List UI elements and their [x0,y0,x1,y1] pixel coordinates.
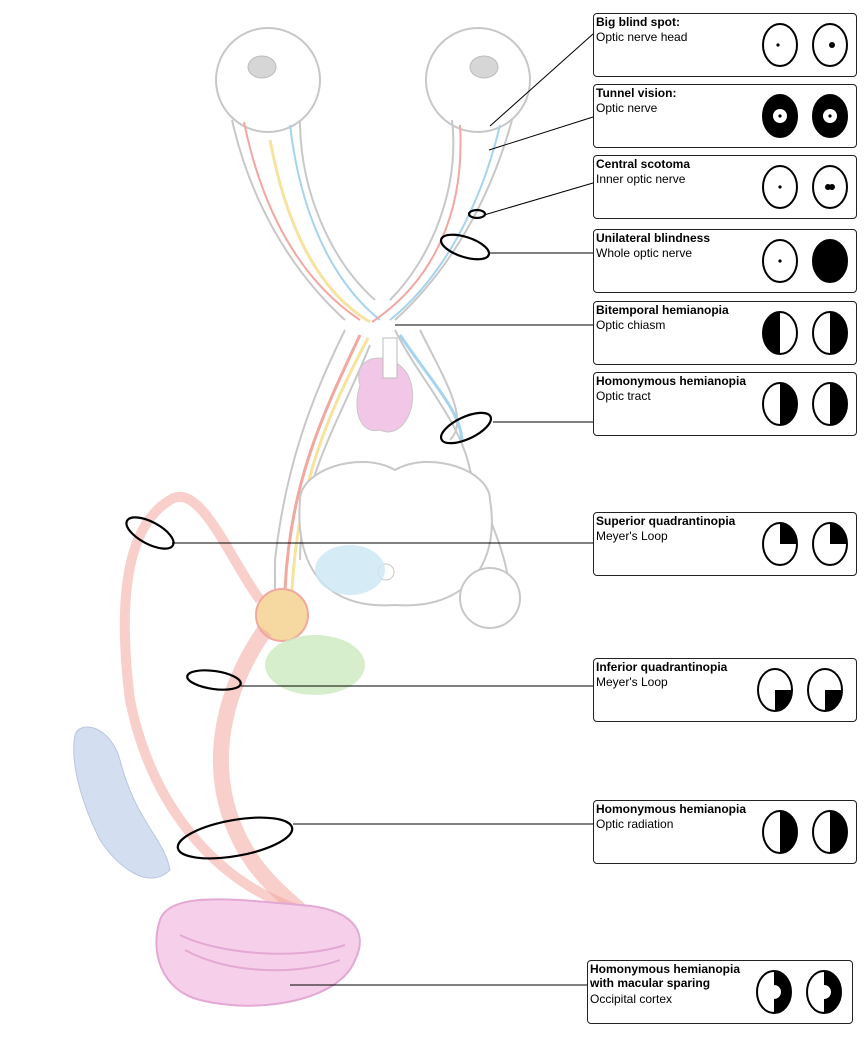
deficit-site: Optic radiation [596,817,674,831]
deficit-card-blind-spot: Big blind spot: Optic nerve head [593,13,857,77]
left-optic-nerve [231,119,376,321]
deficit-title: Central scotoma [596,157,691,171]
deficit-card-superior-quadrantinopia: Superior quadrantinopia Meyer's Loop [593,512,857,576]
lateral-geniculate-nucleus [255,588,309,642]
visual-field-diagram [762,239,848,283]
deficit-title: Tunnel vision: [596,86,677,100]
deficit-site: Optic nerve head [596,30,688,44]
deficit-card-macular-sparing: Homonymous hemianopia with macular spari… [587,960,853,1024]
deficit-site: Optic chiasm [596,318,666,332]
deficit-card-homonymous-hemianopia-tract: Homonymous hemianopia Optic tract [593,372,857,436]
optic-radiation [213,625,311,921]
deficit-title: Inferior quadrantinopia [596,660,728,674]
deficit-title: Big blind spot: [596,15,680,29]
deficit-card-central-scotoma: Central scotoma Inner optic nerve [593,155,857,219]
deficit-site: Occipital cortex [590,992,673,1006]
deficit-site: Whole optic nerve [596,246,693,260]
lateral-ventricle [73,726,171,879]
deficit-card-bitemporal-hemianopia: Bitemporal hemianopia Optic chiasm [593,301,857,365]
deficit-title: Homonymous hemianopia [596,374,747,388]
right-eyeball [425,27,531,133]
deficit-site: Meyer's Loop [596,675,668,689]
deficit-card-tunnel-vision: Tunnel vision: Optic nerve [593,84,857,148]
deficit-card-homonymous-hemianopia-radiation: Homonymous hemianopia Optic radiation [593,800,857,864]
pituitary [356,357,414,433]
visual-field-diagram [762,94,848,138]
deficit-card-inferior-quadrantinopia: Inferior quadrantinopia Meyer's Loop [593,658,857,722]
visual-field-diagram [762,810,848,854]
meyers-loop [119,492,302,915]
left-eyeball [215,27,321,133]
deficit-title: Unilateral blindness [596,231,711,245]
deficit-site: Inner optic nerve [596,172,686,186]
visual-field-diagram [762,382,848,426]
lesion-markers [125,33,594,986]
deficit-title: Homonymous hemianopia with macular spari… [590,962,741,990]
deficit-title: Homonymous hemianopia [596,802,747,816]
right-optic-nerve [389,119,513,321]
visual-field-diagram [762,522,848,566]
deficit-card-unilateral-blindness: Unilateral blindness Whole optic nerve [593,229,857,293]
deficit-site: Meyer's Loop [596,529,668,543]
right-optic-tract [394,329,511,601]
deficit-site: Optic nerve [596,101,658,115]
visual-field-diagram [762,165,848,209]
deficit-title: Bitemporal hemianopia [596,303,729,317]
visual-field-diagram [756,970,842,1014]
visual-field-diagram [757,668,843,712]
visual-field-diagram [762,311,848,355]
deficit-site: Optic tract [596,389,651,403]
deficit-title: Superior quadrantinopia [596,514,736,528]
visual-field-diagram [762,23,848,67]
